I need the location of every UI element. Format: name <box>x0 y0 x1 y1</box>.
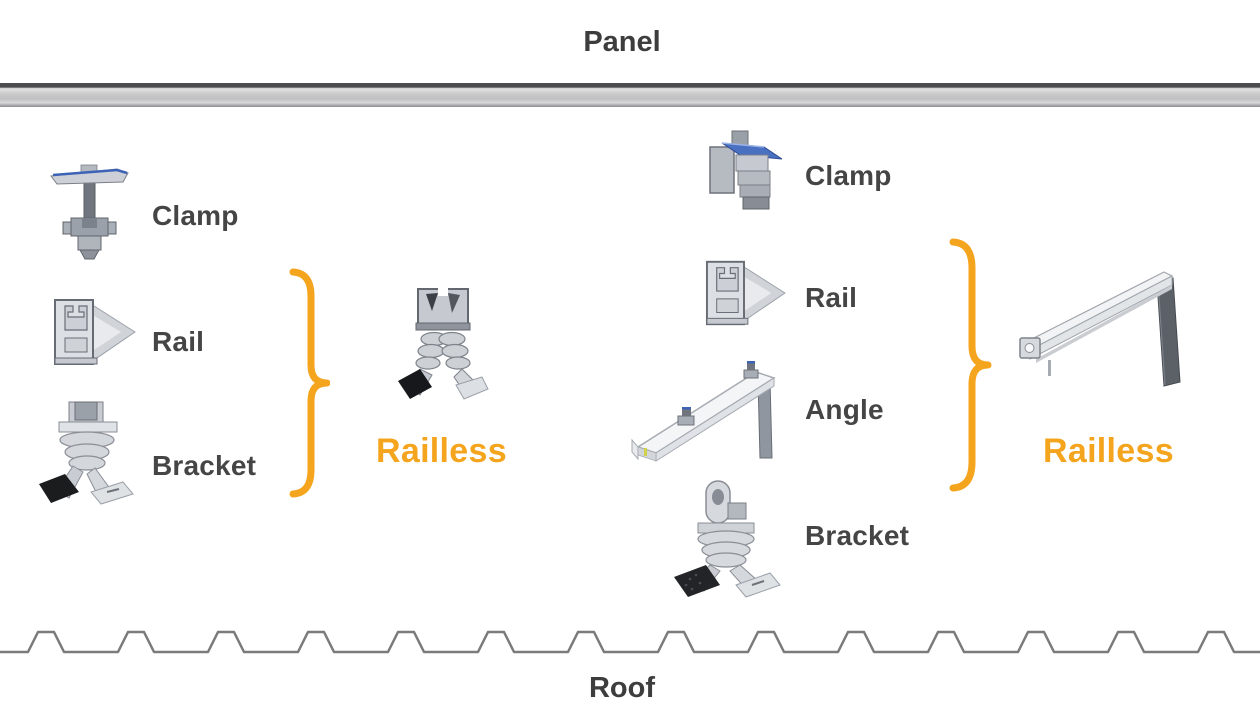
rail-icon <box>49 292 137 372</box>
right-curly-brace <box>944 236 992 494</box>
rail-icon-right <box>700 254 788 332</box>
left-rail-label: Rail <box>152 326 205 357</box>
left-bracket-label: Bracket <box>152 450 257 481</box>
roof-profile-line <box>0 625 1260 659</box>
right-bracket-label: Bracket <box>805 520 910 551</box>
right-clamp-label: Clamp <box>805 160 892 191</box>
left-clamp-label: Clamp <box>152 200 239 231</box>
left-railless-label: Railless <box>376 432 507 470</box>
clamp-icon <box>47 160 132 260</box>
panel-edge-bar <box>0 83 1260 107</box>
angle-icon <box>630 352 795 477</box>
right-angle-label: Angle <box>805 394 884 425</box>
right-rail-label: Rail <box>805 282 858 313</box>
clamp-icon-right <box>702 127 794 217</box>
railless-rail-icon <box>1012 258 1197 390</box>
railless-mount-icon <box>390 281 495 403</box>
right-railless-label: Railless <box>1043 432 1174 470</box>
panel-label: Panel <box>583 26 661 58</box>
bracket-icon <box>33 398 143 506</box>
left-curly-brace <box>284 266 330 500</box>
roof-label: Roof <box>588 672 656 704</box>
bracket-icon-right <box>662 477 794 599</box>
